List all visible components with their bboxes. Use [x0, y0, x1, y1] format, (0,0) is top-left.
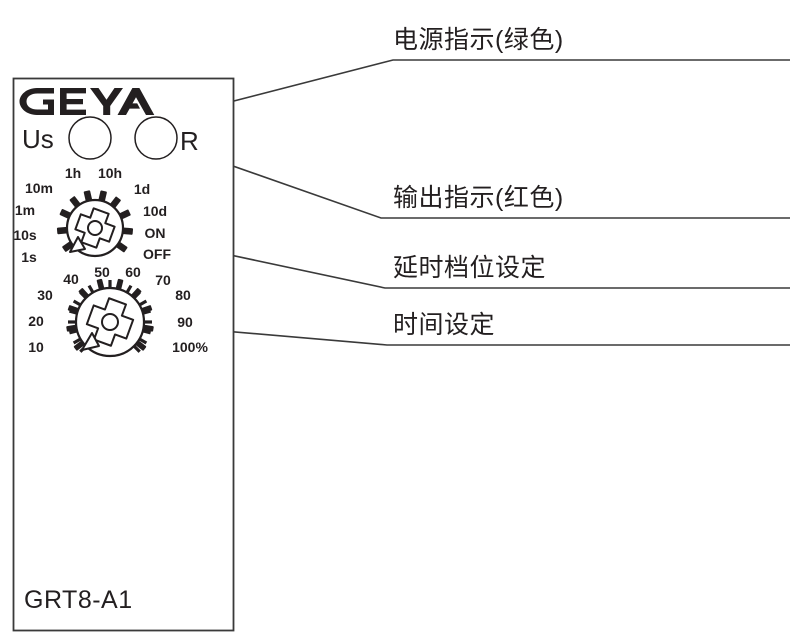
scale-label-40: 40	[63, 271, 79, 287]
range-label-on: ON	[145, 225, 166, 241]
callout-delay-range-setting: 延时档位设定	[393, 254, 547, 282]
device-panel	[12, 77, 235, 632]
scale-label-100: 100%	[172, 339, 208, 355]
time-scale-dial[interactable]	[66, 278, 154, 358]
time-range-dial-labels: 1s 10s 1m 10m 1h 10h 1d 10d ON OFF	[13, 165, 171, 265]
range-label-10s: 10s	[13, 227, 37, 243]
range-label-1h: 1h	[65, 165, 81, 181]
range-label-10h: 10h	[98, 165, 122, 181]
scale-label-50: 50	[94, 264, 110, 280]
led-labels: Us R	[22, 124, 199, 156]
time-scale-dial-labels: 10 20 30 40 50 60 70 80 90 100%	[28, 264, 208, 355]
callout-output-indicator: 输出指示(红色)	[393, 184, 564, 212]
led-power-label: Us	[22, 124, 54, 154]
range-label-10d: 10d	[143, 203, 167, 219]
scale-label-70: 70	[155, 272, 171, 288]
scale-label-60: 60	[125, 264, 141, 280]
range-label-1d: 1d	[134, 181, 150, 197]
callout-time-setting: 时间设定	[393, 311, 496, 339]
scale-label-30: 30	[37, 287, 53, 303]
led-output-indicator	[134, 116, 178, 160]
scale-label-10: 10	[28, 339, 44, 355]
range-label-off: OFF	[143, 246, 171, 262]
device-model-label: GRT8-A1	[24, 586, 133, 614]
time-range-dial[interactable]	[56, 190, 134, 258]
scale-label-80: 80	[175, 287, 191, 303]
range-label-1s: 1s	[21, 249, 37, 265]
scale-label-90: 90	[177, 314, 193, 330]
scale-label-20: 20	[28, 313, 44, 329]
led-output-label: R	[180, 126, 199, 156]
geya-logo	[19, 88, 155, 115]
range-label-1m: 1m	[15, 202, 35, 218]
led-power-indicator	[68, 116, 112, 160]
range-label-10m: 10m	[25, 180, 53, 196]
time-range-dial-hub	[87, 220, 103, 236]
time-scale-dial-hub	[101, 313, 119, 331]
callout-power-indicator: 电源指示(绿色)	[393, 26, 564, 54]
